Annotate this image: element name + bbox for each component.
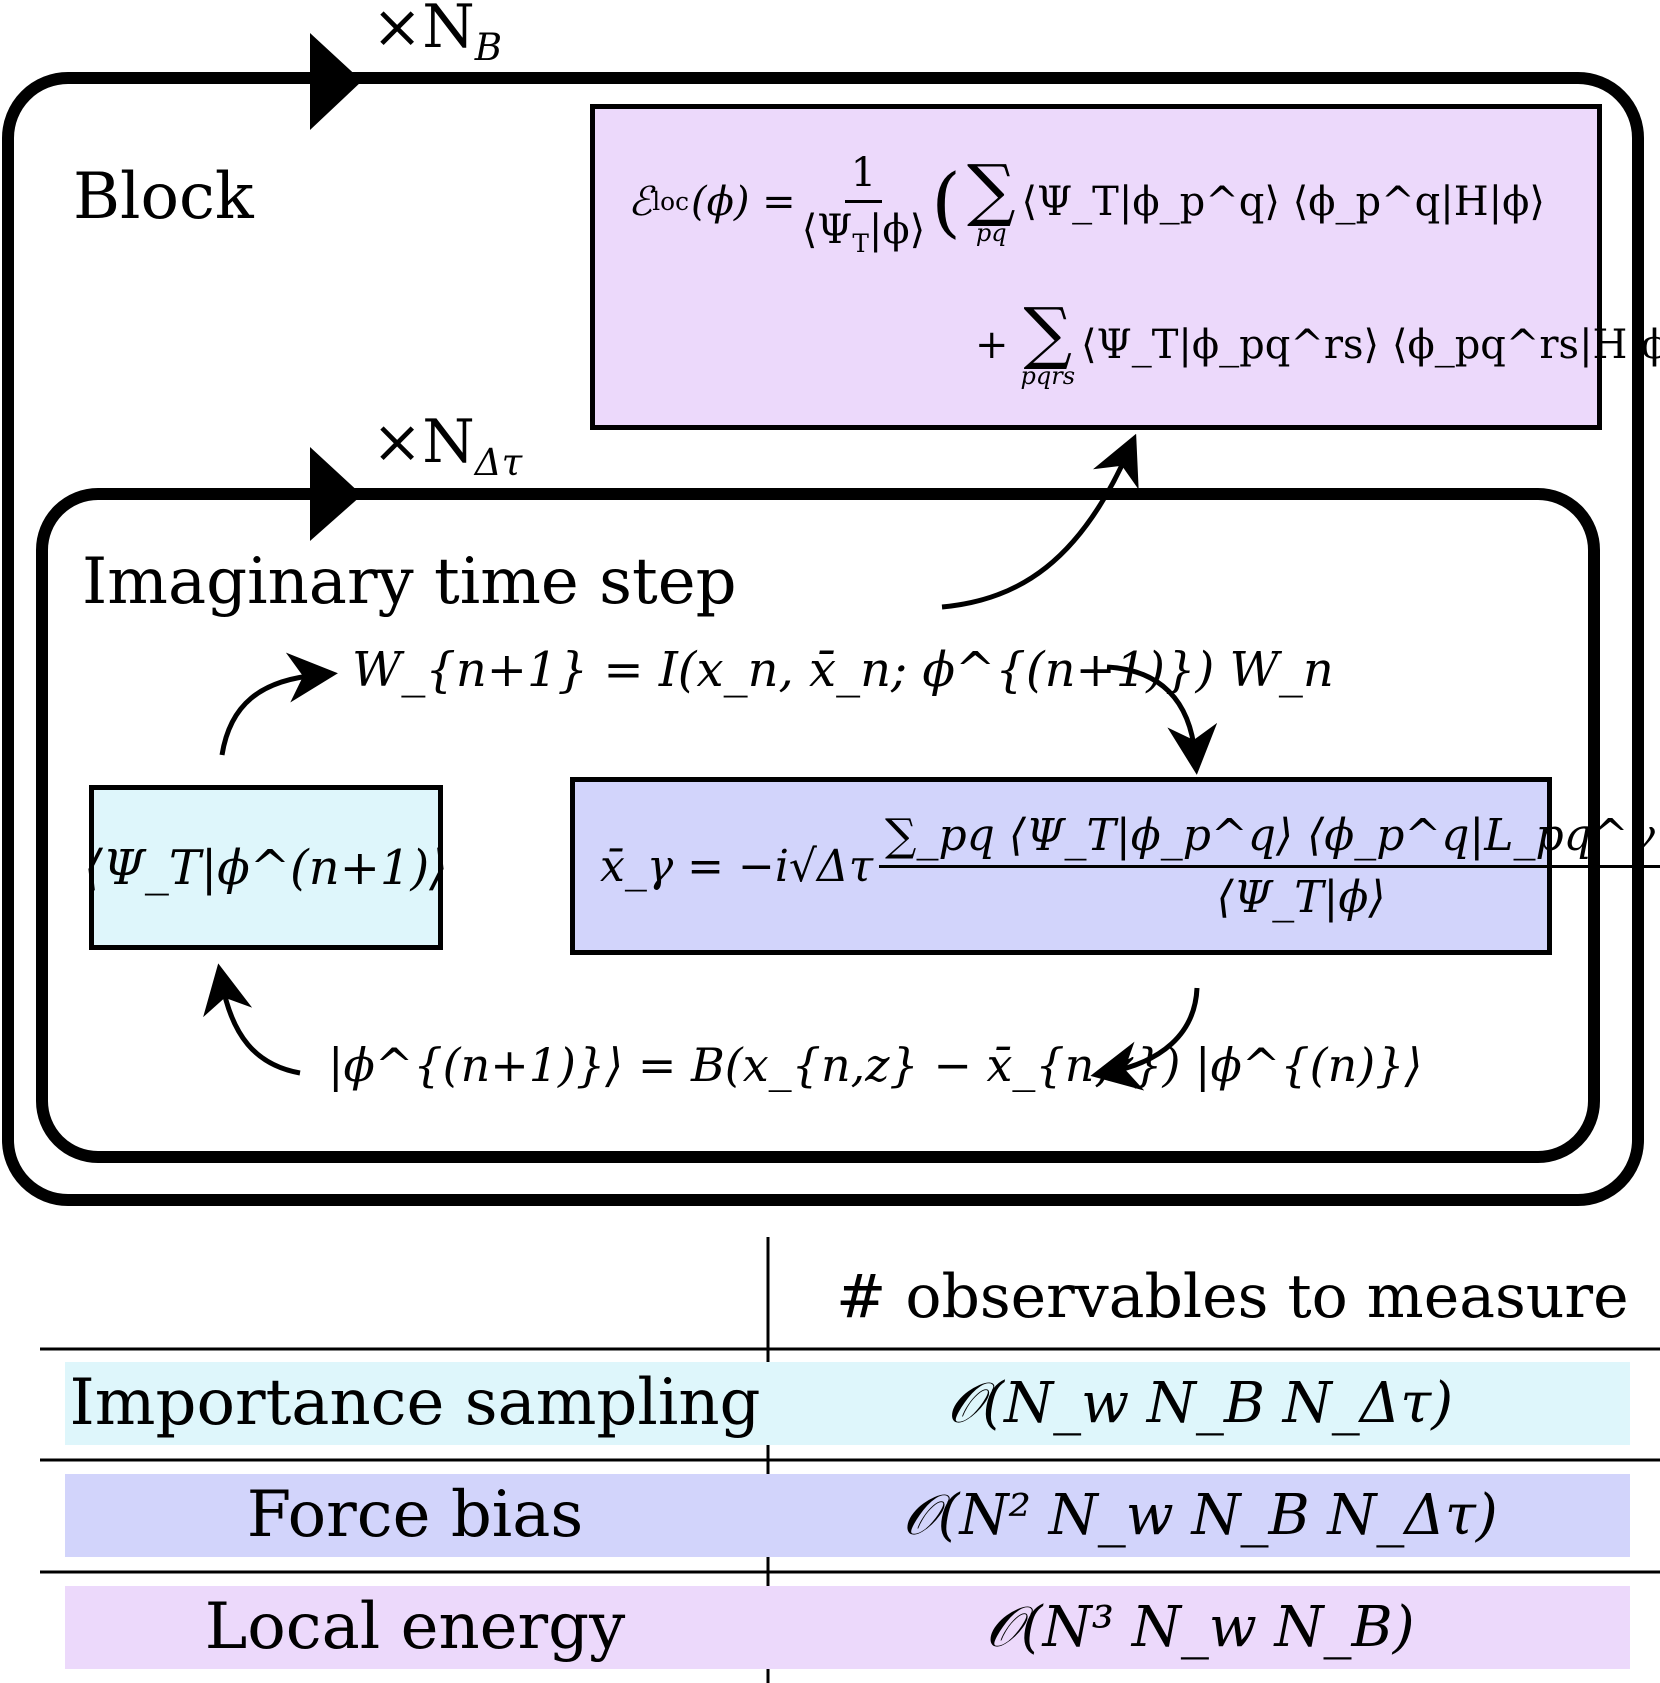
- arrow-weight-to-forcebias: [1106, 664, 1218, 775]
- outer-loop-multiplier: ×NB: [372, 0, 503, 69]
- local-energy-box: [590, 104, 1602, 430]
- row-cost-local-energy: 𝒪(N³ N_w N_B): [985, 1595, 1415, 1660]
- row-cost-force-bias: 𝒪(N² N_w N_B N_Δτ): [902, 1483, 1498, 1548]
- weight-update-equation: W_{n+1} = I(x_n, x̄_n; ϕ^{(n+1)}) W_n: [352, 642, 1334, 698]
- local-energy-formula-line2: + ∑pqrs ⟨Ψ_T|ϕ_pq^rs⟩ ⟨ϕ_pq^rs|H|ϕ⟩ ): [975, 294, 1660, 391]
- arrow-overlap-to-weight: [219, 652, 338, 756]
- row-name-importance-sampling: Importance sampling: [69, 1366, 761, 1440]
- overlap-formula: ⟨Ψ_T|ϕ^(n+1)⟩: [84, 839, 448, 896]
- outer-loop-arrowhead: [310, 33, 362, 130]
- arrow-propagation-to-overlap: [203, 963, 301, 1076]
- row-name-force-bias: Force bias: [246, 1478, 584, 1552]
- row-name-local-energy: Local energy: [204, 1590, 626, 1664]
- inner-timestep-loop: [36, 488, 1600, 1163]
- block-label: Block: [73, 160, 254, 234]
- arrow-to-local-energy: [941, 433, 1139, 610]
- row-band-importance-sampling: [65, 1362, 1630, 1445]
- row-band-local-energy: [65, 1586, 1630, 1669]
- overlap-box: [89, 785, 443, 950]
- table-header: # observables to measure: [836, 1262, 1629, 1332]
- force-bias-formula: x̄_γ = −i√Δτ ∑_pq ⟨Ψ_T|ϕ_p^q⟩ ⟨ϕ_p^q|L_p…: [600, 785, 1660, 947]
- imaginary-time-step-label: Imaginary time step: [82, 545, 737, 619]
- row-band-force-bias: [65, 1474, 1630, 1557]
- row-cost-importance-sampling: 𝒪(N_w N_B N_Δτ): [946, 1371, 1454, 1436]
- inner-loop-arrowhead: [310, 447, 362, 541]
- arrow-forcebias-to-propagation: [1090, 987, 1200, 1091]
- inner-loop-multiplier: ×NΔτ: [372, 407, 523, 484]
- outer-block-loop: [2, 72, 1644, 1206]
- propagation-equation: |ϕ^{(n+1)}⟩ = B(x_{n,z} − x̄_{n,z}) |ϕ^{…: [328, 1038, 1423, 1092]
